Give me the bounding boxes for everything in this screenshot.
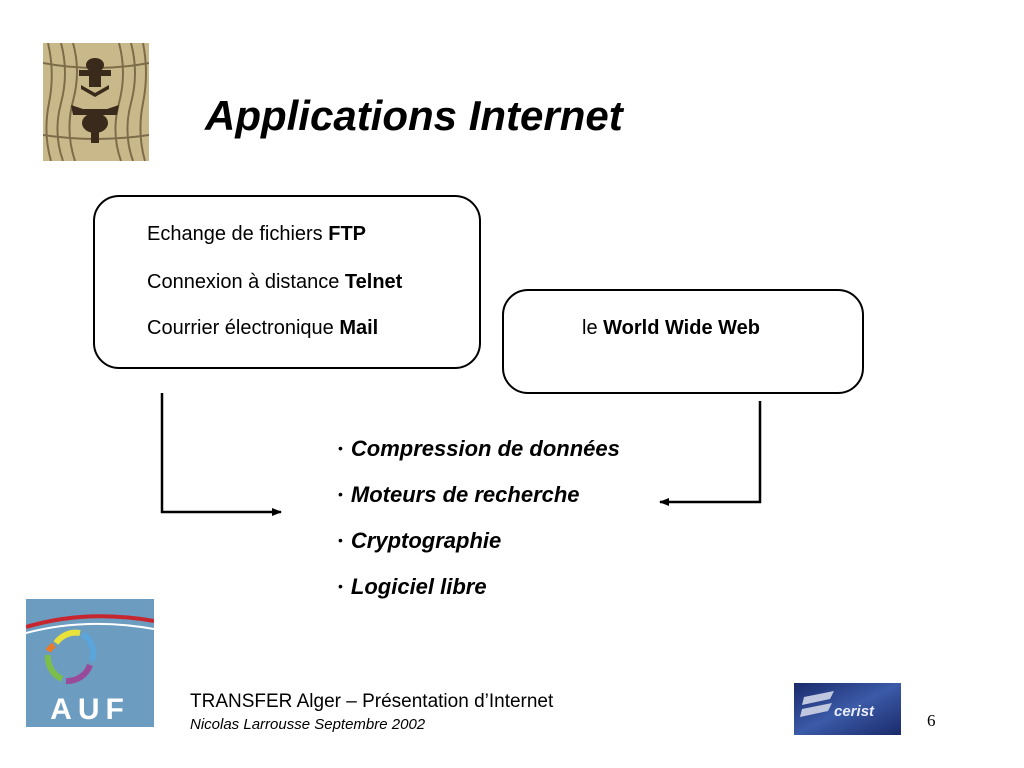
bullet: • (338, 440, 343, 456)
service-telnet-name: Telnet (344, 271, 403, 293)
topic-cryptography: Cryptographie (350, 528, 502, 553)
services-box-left (93, 195, 481, 369)
service-ftp: Echange de fichiers FTP (147, 224, 366, 244)
service-mail: Courrier électronique Mail (147, 318, 378, 338)
bullet: • (338, 486, 343, 502)
slide-title: Applications Internet (205, 92, 623, 139)
service-web: le World Wide Web (582, 318, 760, 338)
footer-subtitle: Nicolas Larrousse Septembre 2002 (190, 716, 426, 733)
service-ftp-label: Echange de fichiers (147, 223, 329, 245)
service-web-name: World Wide Web (603, 317, 760, 339)
cerist-logo: cerist (794, 683, 901, 735)
page-number: 6 (927, 711, 936, 730)
arrow-right-connector (659, 401, 762, 506)
arrow-left-connector (160, 393, 282, 516)
service-web-label: le (582, 317, 604, 339)
service-mail-name: Mail (339, 317, 379, 339)
service-ftp-name: FTP (328, 223, 367, 245)
auf-logo: AUF (26, 599, 154, 727)
bullet: • (338, 578, 343, 594)
footer-title: TRANSFER Alger – Présentation d’Internet (190, 691, 554, 712)
bullet: • (338, 532, 343, 548)
cerist-logo-text: cerist (834, 703, 875, 720)
decorative-figure-image (43, 43, 149, 161)
topic-item: • Cryptographie (338, 530, 501, 552)
auf-logo-text: AUF (50, 693, 130, 726)
topic-free-software: Logiciel libre (350, 574, 487, 599)
service-mail-label: Courrier électronique (147, 317, 340, 339)
topic-search-engines: Moteurs de recherche (350, 482, 580, 507)
topic-item: • Logiciel libre (338, 576, 487, 598)
services-box-right (502, 289, 864, 394)
topic-compression: Compression de données (350, 436, 620, 461)
topic-item: • Moteurs de recherche (338, 484, 580, 506)
service-telnet: Connexion à distance Telnet (147, 272, 402, 292)
service-telnet-label: Connexion à distance (147, 271, 345, 293)
topic-item: • Compression de données (338, 438, 620, 460)
